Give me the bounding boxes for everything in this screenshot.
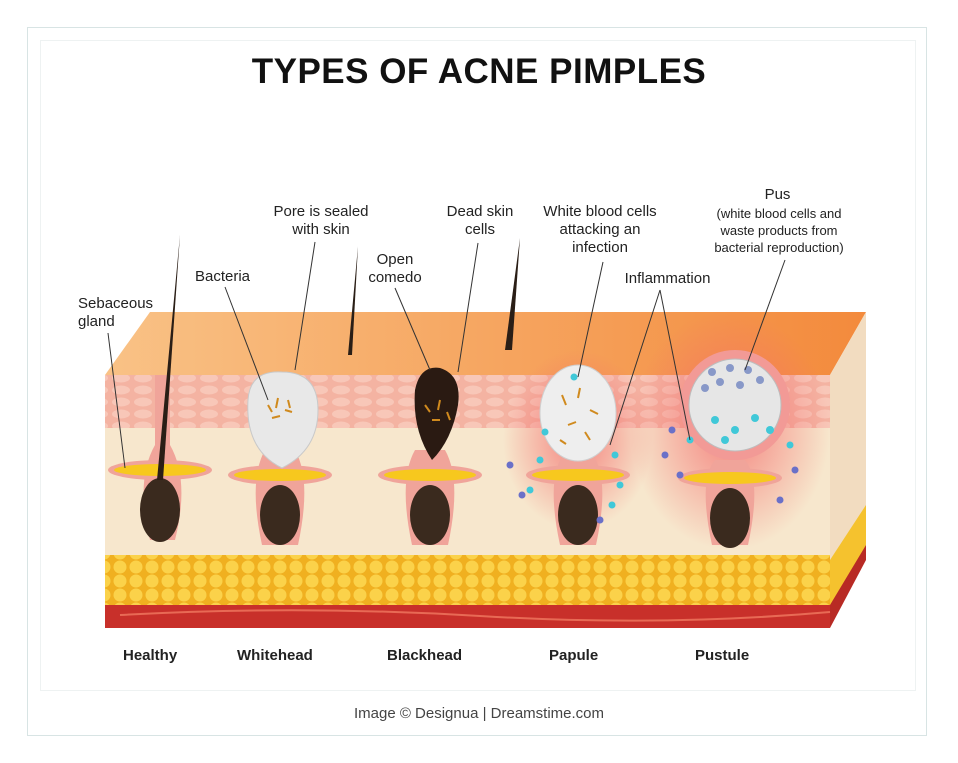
label-pus: Pus (764, 186, 791, 203)
caption-healthy: Healthy (123, 647, 178, 664)
image-credit: Image © Designua | Dreamstime.com (353, 705, 605, 722)
label-open-comedo: Open comedo (368, 251, 422, 286)
label-bacteria: Bacteria (194, 268, 251, 285)
caption-whitehead: Whitehead (237, 647, 313, 664)
follicle-blackhead (348, 246, 482, 545)
caption-pustule: Pustule (695, 647, 750, 664)
label-pus-detail: (white blood cells and waste products fr… (714, 206, 844, 255)
muscle-layer (105, 605, 830, 628)
follicle-healthy (108, 235, 212, 542)
follicle-papule (505, 238, 630, 545)
image-frame (27, 27, 927, 736)
fat-layer (105, 555, 830, 607)
label-sebaceous-gland: Sebaceous gland (78, 295, 154, 330)
caption-papule: Papule (549, 647, 599, 664)
image-area (40, 40, 916, 691)
leader-lines (107, 241, 786, 469)
caption-blackhead: Blackhead (387, 647, 463, 664)
label-white-blood-cells: White blood cells attacking an infection (543, 203, 657, 256)
follicle-whitehead (228, 371, 332, 545)
label-pore-sealed: Pore is sealed with skin (273, 203, 369, 238)
label-inflammation: Inflammation (624, 270, 711, 287)
diagram-title: TYPES OF ACNE PIMPLES (251, 52, 707, 91)
follicle-pustule (661, 350, 799, 548)
label-dead-skin-cells: Dead skin cells (446, 203, 514, 238)
